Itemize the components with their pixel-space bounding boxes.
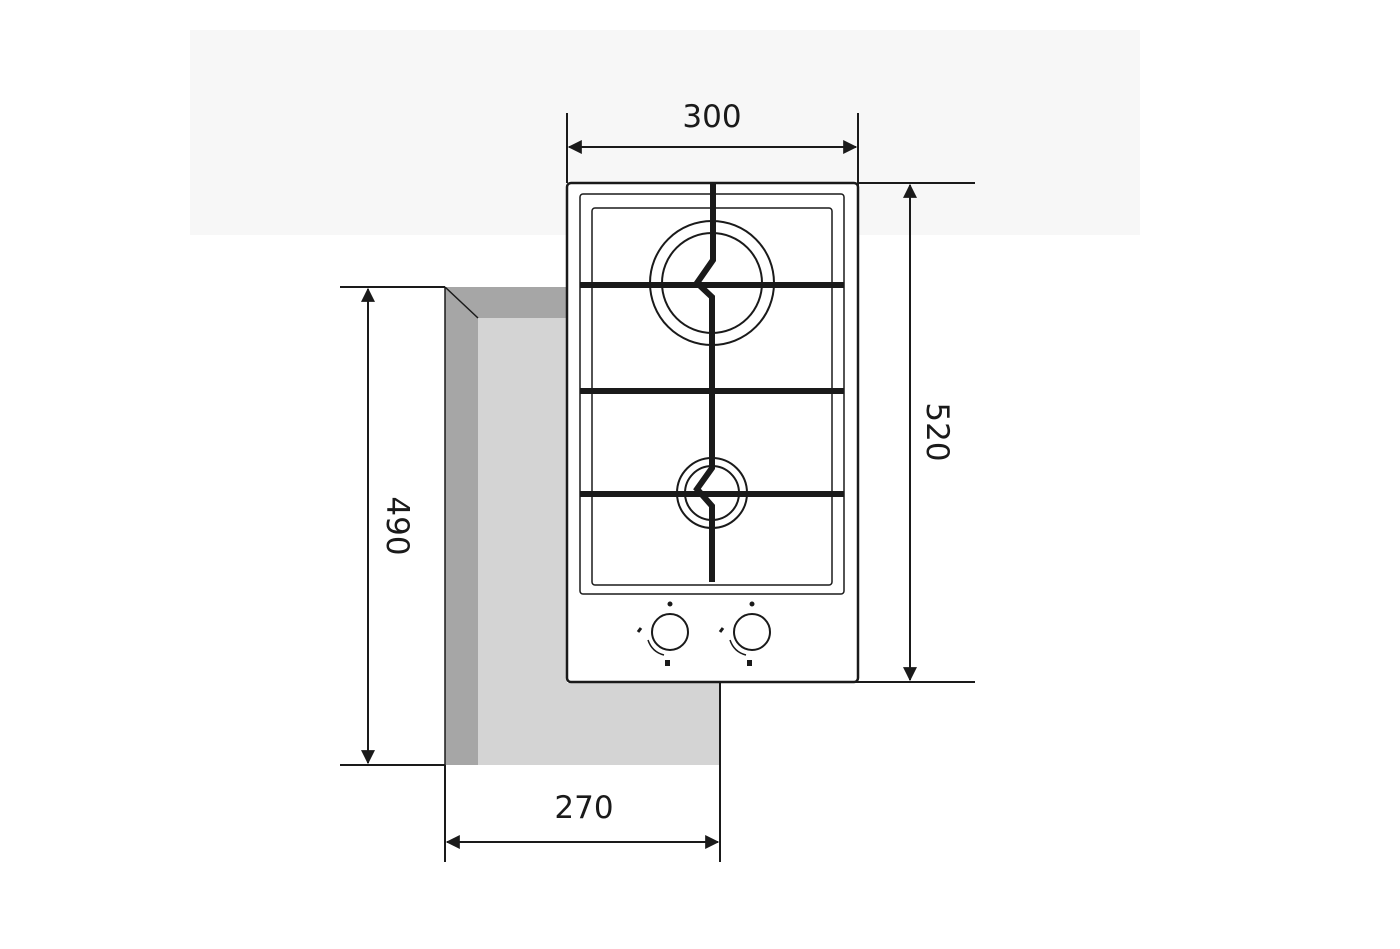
- cutout-depth-label: 490: [379, 496, 415, 555]
- dimension-hob-depth: [825, 182, 975, 683]
- dimension-cutout-width: [444, 683, 721, 862]
- control-knob-left: [636, 601, 689, 666]
- hob: [565, 181, 860, 684]
- worktop-cutout: [444, 286, 720, 765]
- hob-depth-label: 520: [919, 402, 955, 461]
- dimension-cutout-depth: [340, 286, 445, 766]
- hob-width-label: 300: [682, 99, 741, 135]
- dimension-hob-width: [566, 113, 859, 215]
- pan-support-grid: [580, 183, 844, 582]
- cutout-width-label: 270: [554, 790, 613, 826]
- control-knob-right: [718, 601, 771, 666]
